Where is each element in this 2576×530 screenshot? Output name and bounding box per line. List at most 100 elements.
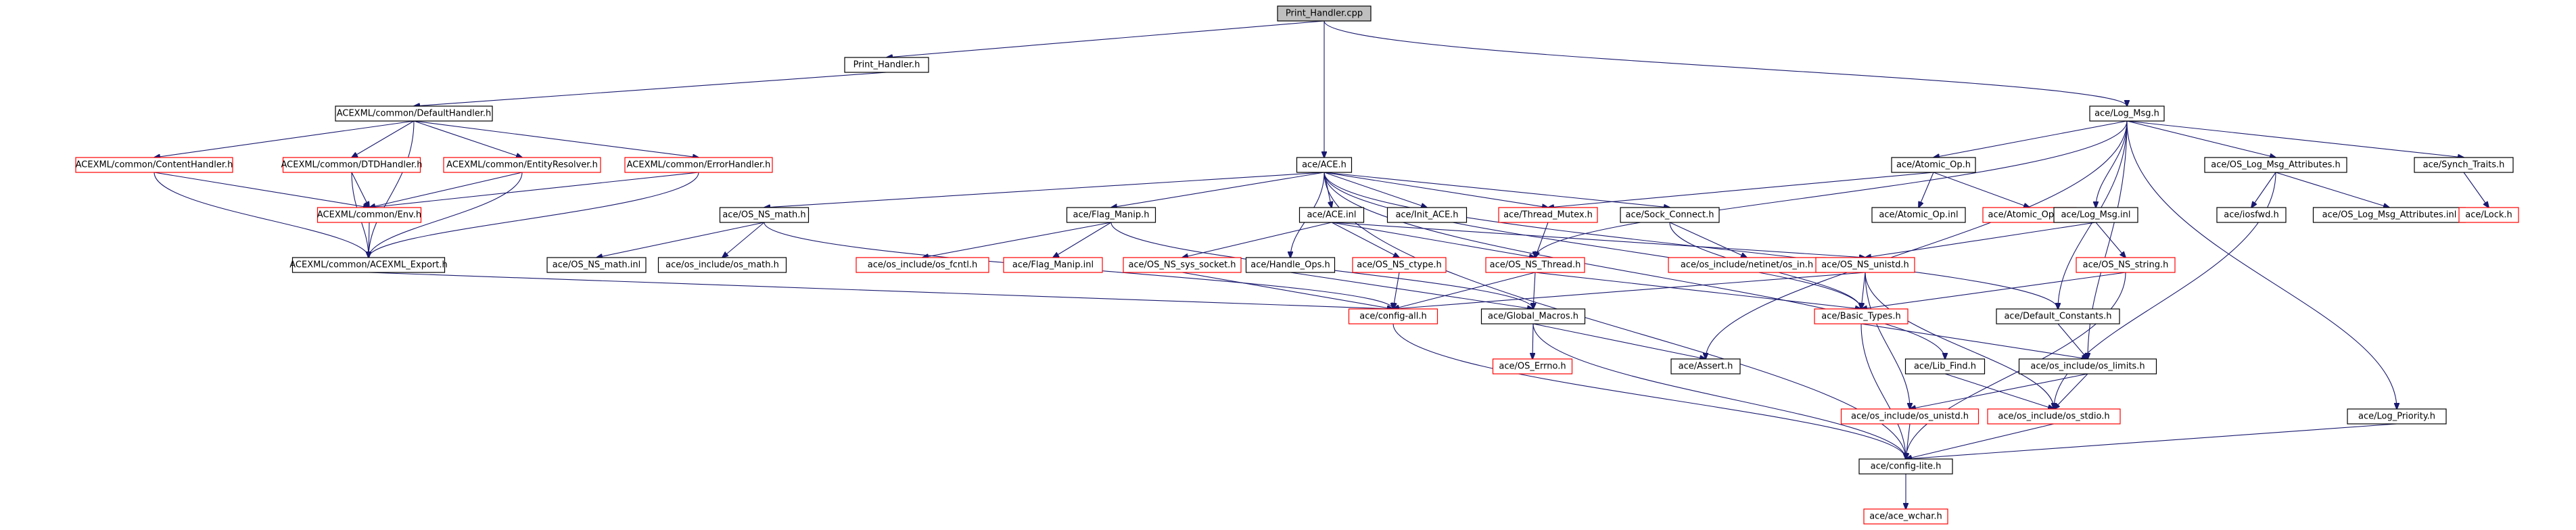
edge-synchtraits-to-lockh [2463,172,2489,208]
node-box[interactable] [1814,308,1908,324]
node-aceinl[interactable]: ace/ACE.inl [1298,207,1365,223]
node-atomicop[interactable]: ace/Atomic_Op.h [1891,157,1976,173]
node-configlite[interactable]: ace/config-lite.h [1858,458,1953,475]
node-printh[interactable]: Print_Handler.h [844,57,929,73]
node-box[interactable] [282,157,421,173]
node-box[interactable] [1620,207,1720,223]
node-logmsginl[interactable]: ace/Log_Msg.inl [2053,207,2138,223]
node-osnssocket[interactable]: ace/OS_NS_sys_socket.h [1123,257,1242,273]
node-osnsstring[interactable]: ace/OS_NS_string.h [2076,257,2176,273]
node-box[interactable] [856,257,989,273]
node-basictypes[interactable]: ace/Basic_Types.h [1814,308,1908,324]
node-globalmacros[interactable]: ace/Global_Macros.h [1480,308,1586,324]
node-box[interactable] [1245,257,1336,273]
node-box[interactable] [624,157,773,173]
node-box[interactable] [1386,207,1468,223]
node-box[interactable] [1352,257,1447,273]
node-box[interactable] [2089,105,2165,122]
node-box[interactable] [2216,207,2287,223]
node-box[interactable] [1840,408,1980,425]
node-oslogattrinl[interactable]: ace/OS_Log_Msg_Attributes.inl [2312,207,2466,223]
node-configall[interactable]: ace/config-all.h [1348,308,1438,324]
node-initace[interactable]: ace/Init_ACE.h [1386,207,1468,223]
node-synchtraits[interactable]: ace/Synch_Traits.h [2414,157,2514,173]
node-oslimits[interactable]: ace/os_include/os_limits.h [2018,358,2157,375]
node-box[interactable] [1485,257,1585,273]
node-box[interactable] [2018,358,2157,375]
node-flagmanip[interactable]: ace/Flag_Manip.h [1066,207,1156,223]
node-box[interactable] [1891,157,1976,173]
node-box[interactable] [75,157,233,173]
node-contenth[interactable]: ACEXML/common/ContentHandler.h [75,157,233,173]
node-osstdio[interactable]: ace/os_include/os_stdio.h [1987,408,2121,425]
node-box[interactable] [1996,308,2120,324]
node-atomicopt[interactable]: ace/Atomic_Op_T.h [1982,207,2077,223]
node-box[interactable] [1863,508,1948,525]
node-box[interactable] [1298,207,1365,223]
node-threadmutex[interactable]: ace/Thread_Mutex.h [1498,207,1598,223]
node-box[interactable] [844,57,929,73]
node-box[interactable] [1296,157,1353,173]
edge-logmsg-to-atomicop [1934,120,2128,158]
node-box[interactable] [2347,408,2447,425]
node-box[interactable] [2414,157,2514,173]
node-box[interactable] [1123,257,1242,273]
node-logmsg[interactable]: ace/Log_Msg.h [2089,105,2165,122]
node-box[interactable] [1003,257,1103,273]
node-box[interactable] [1492,358,1573,375]
node-box[interactable] [1987,408,2121,425]
node-osnsmathinl[interactable]: ace/OS_NS_math.inl [546,257,647,273]
node-box[interactable] [1277,5,1372,22]
node-sockconnect[interactable]: ace/Sock_Connect.h [1620,207,1720,223]
node-handleops[interactable]: ace/Handle_Ops.h [1245,257,1336,273]
node-box[interactable] [1348,308,1438,324]
node-box[interactable] [2053,207,2138,223]
node-label: ace/Default_Constants.h [2004,312,2111,322]
node-defhandler[interactable]: ACEXML/common/DefaultHandler.h [335,105,493,122]
node-atomicopinl[interactable]: ace/Atomic_Op.inl [1871,207,1966,223]
node-osnsmath[interactable]: ace/OS_NS_math.h [719,207,810,223]
node-ace[interactable]: ace/ACE.h [1296,157,1353,173]
node-box[interactable] [1904,358,1986,375]
node-box[interactable] [546,257,647,273]
node-box[interactable] [2204,157,2347,173]
node-box[interactable] [657,257,787,273]
node-envh[interactable]: ACEXML/common/Env.h [317,207,422,223]
node-flagmanipinl[interactable]: ace/Flag_Manip.inl [1003,257,1103,273]
node-box[interactable] [1066,207,1156,223]
node-box[interactable] [291,257,446,273]
node-box[interactable] [1498,207,1598,223]
node-osnsthread[interactable]: ace/OS_NS_Thread.h [1485,257,1585,273]
node-box[interactable] [1670,358,1741,375]
node-box[interactable] [1871,207,1966,223]
node-box[interactable] [2076,257,2176,273]
node-box[interactable] [443,157,601,173]
node-box[interactable] [719,207,810,223]
node-box[interactable] [317,207,422,223]
node-netinetin[interactable]: ace/os_include/netinet/os_in.h [1668,257,1826,273]
node-box[interactable] [2458,207,2519,223]
node-assert[interactable]: ace/Assert.h [1670,358,1741,375]
node-logpriority[interactable]: ace/Log_Priority.h [2347,408,2447,425]
node-osunistd[interactable]: ace/os_include/os_unistd.h [1840,408,1980,425]
node-box[interactable] [1815,257,1915,273]
node-oslogattr[interactable]: ace/OS_Log_Msg_Attributes.h [2204,157,2347,173]
node-defconst[interactable]: ace/Default_Constants.h [1996,308,2120,324]
node-iosfwd[interactable]: ace/iosfwd.h [2216,207,2287,223]
node-dtdh[interactable]: ACEXML/common/DTDHandler.h [281,157,423,173]
node-export[interactable]: ACEXML/common/ACEXML_Export.h [289,257,448,273]
node-root[interactable]: Print_Handler.cpp [1277,5,1372,22]
node-entityr[interactable]: ACEXML/common/EntityResolver.h [443,157,601,173]
node-box[interactable] [335,105,493,122]
node-libfind[interactable]: ace/Lib_Find.h [1904,358,1986,375]
node-osfcntl[interactable]: ace/os_include/os_fcntl.h [856,257,989,273]
node-osnsctype[interactable]: ace/OS_NS_ctype.h [1352,257,1447,273]
node-osnsunistd[interactable]: ace/OS_NS_unistd.h [1815,257,1915,273]
node-oserrno[interactable]: ace/OS_Errno.h [1492,358,1573,375]
node-lockh[interactable]: ace/Lock.h [2458,207,2519,223]
node-box[interactable] [1858,458,1953,475]
node-acewchar[interactable]: ace/ace_wchar.h [1863,508,1948,525]
node-box[interactable] [1480,308,1586,324]
node-errorh[interactable]: ACEXML/common/ErrorHandler.h [624,157,773,173]
node-osmath[interactable]: ace/os_include/os_math.h [657,257,787,273]
